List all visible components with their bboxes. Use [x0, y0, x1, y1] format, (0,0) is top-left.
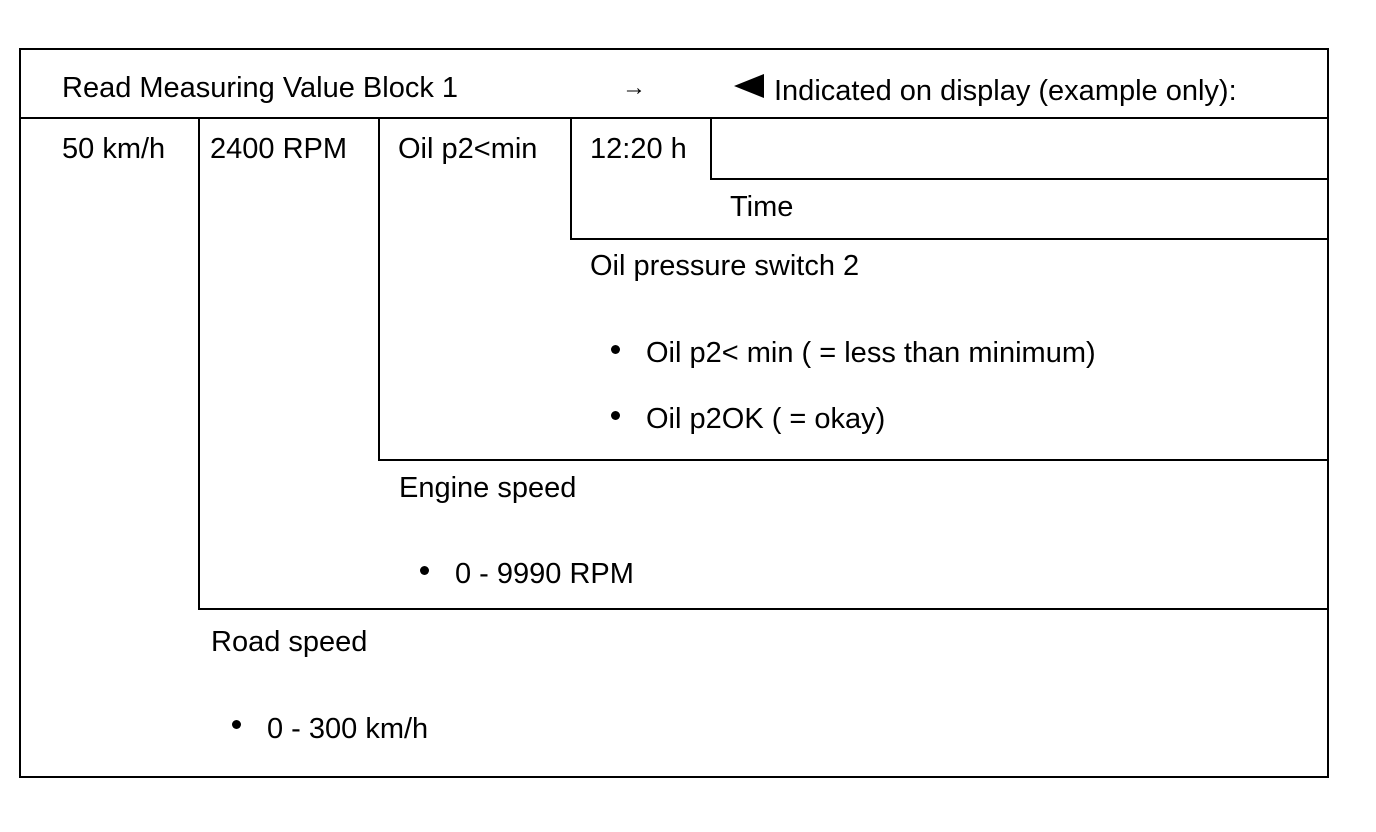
bracket-road-speed — [198, 608, 1329, 610]
road-speed-label: Road speed — [211, 626, 368, 658]
time-label: Time — [730, 191, 794, 223]
separator-oil-pressure — [570, 117, 572, 240]
display-note: Indicated on display (example only): — [774, 75, 1237, 107]
bullet-icon — [420, 566, 429, 575]
bullet-icon — [611, 411, 620, 420]
field-oil-pressure-value: Oil p2<min — [398, 133, 538, 165]
field-road-speed-value: 50 km/h — [62, 133, 166, 165]
arrow-icon: → — [622, 74, 646, 101]
bracket-time — [710, 178, 1329, 180]
separator-engine-speed — [378, 117, 380, 461]
oil-pressure-item-1: Oil p2< min ( = less than minimum) — [646, 337, 1096, 369]
bracket-oil-pressure — [570, 238, 1329, 240]
bracket-engine-speed — [378, 459, 1329, 461]
block-title: Read Measuring Value Block 1 — [62, 72, 459, 104]
bullet-icon — [232, 720, 241, 729]
road-speed-item-1: 0 - 300 km/h — [267, 713, 429, 745]
triangle-left-icon — [734, 74, 764, 98]
separator-time — [710, 117, 712, 180]
engine-speed-item-1: 0 - 9990 RPM — [455, 558, 634, 590]
diagram-frame — [19, 48, 1329, 778]
oil-pressure-label: Oil pressure switch 2 — [590, 250, 860, 282]
field-time-value: 12:20 h — [590, 133, 687, 165]
separator-road-speed — [198, 117, 200, 610]
field-engine-speed-value: 2400 RPM — [210, 133, 348, 165]
bullet-icon — [611, 345, 620, 354]
engine-speed-label: Engine speed — [399, 472, 577, 504]
header-divider — [19, 117, 1329, 119]
oil-pressure-item-2: Oil p2OK ( = okay) — [646, 403, 886, 435]
